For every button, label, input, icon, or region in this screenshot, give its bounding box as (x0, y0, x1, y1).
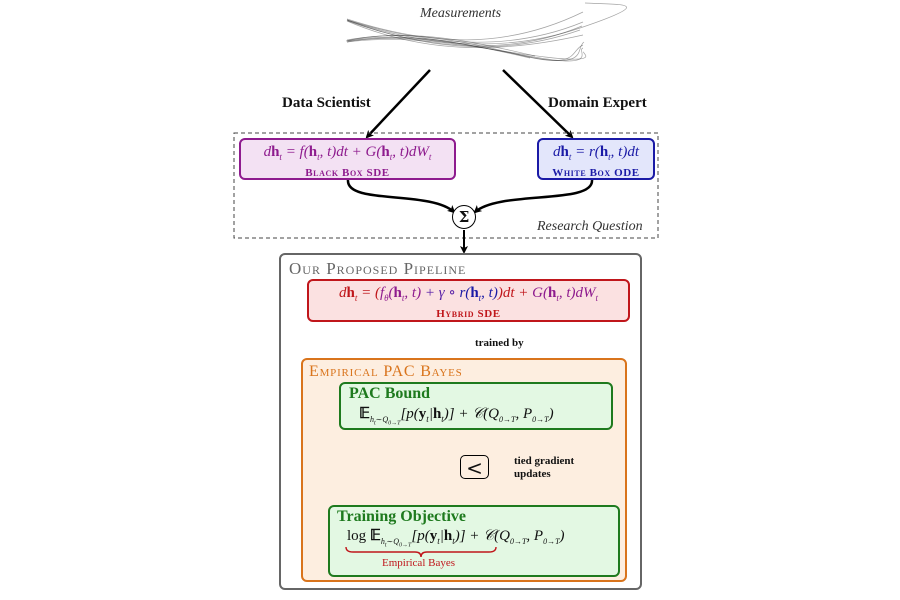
empirical-bayes-label: Empirical Bayes (382, 557, 456, 569)
arrow-to-black-box (365, 69, 431, 139)
white-box-ode-node: dht = r(ht, t)dt White Box ODE (537, 138, 655, 180)
white-box-equation: dht = r(ht, t)dt (552, 144, 640, 162)
empirical-bayes-brace (345, 546, 497, 558)
tied-gradient-line1: tied gradient (514, 455, 575, 467)
training-objective-node: Training Objective log 𝔼ht∼Q0→T[p(yt|ht)… (328, 505, 620, 577)
sum-node: Σ (452, 205, 476, 229)
black-box-equation: dht = f(ht, t)dt + G(ht, t)dWt (263, 144, 432, 162)
training-objective-equation: log 𝔼ht∼Q0→T[p(yt|ht)] + 𝒞(Q0→T, P0→T) (347, 528, 565, 549)
research-question-label: Research Question (537, 219, 643, 234)
arrow-black-to-sum (346, 179, 456, 214)
pac-bound-node: PAC Bound 𝔼ht∼Q0→T[p(yt|ht)] + 𝒞(Q0→T, P… (339, 382, 613, 430)
pac-bound-title: PAC Bound (349, 385, 431, 402)
hybrid-caption: Hybrid SDE (436, 308, 501, 320)
comparator-node: < (460, 455, 489, 480)
black-box-caption: Black Box SDE (305, 167, 390, 179)
black-box-sde-node: dht = f(ht, t)dt + G(ht, t)dWt Black Box… (239, 138, 456, 180)
tied-gradient-label: tied gradient updates (514, 455, 574, 481)
pac-bayes-title: Empirical PAC Bayes (309, 363, 463, 380)
arrow-white-to-sum (473, 179, 594, 214)
domain-expert-label: Domain Expert (548, 95, 647, 111)
measurements-label: Measurements (420, 6, 502, 21)
pac-bound-equation: 𝔼ht∼Q0→T[p(yt|ht)] + 𝒞(Q0→T, P0→T) (359, 406, 554, 427)
hybrid-equation: dht = (fθ(ht, t) + γ ∘ r(ht, t))dt + G(h… (338, 285, 599, 303)
tied-gradient-line2: updates (514, 468, 551, 480)
data-scientist-label: Data Scientist (282, 95, 371, 111)
white-box-caption: White Box ODE (552, 167, 640, 179)
training-objective-title: Training Objective (337, 508, 467, 525)
pipeline-title: Our Proposed Pipeline (289, 259, 467, 278)
hybrid-sde-node: dht = (fθ(ht, t) + γ ∘ r(ht, t))dt + G(h… (307, 279, 630, 322)
trained-by-label: trained by (475, 337, 524, 349)
